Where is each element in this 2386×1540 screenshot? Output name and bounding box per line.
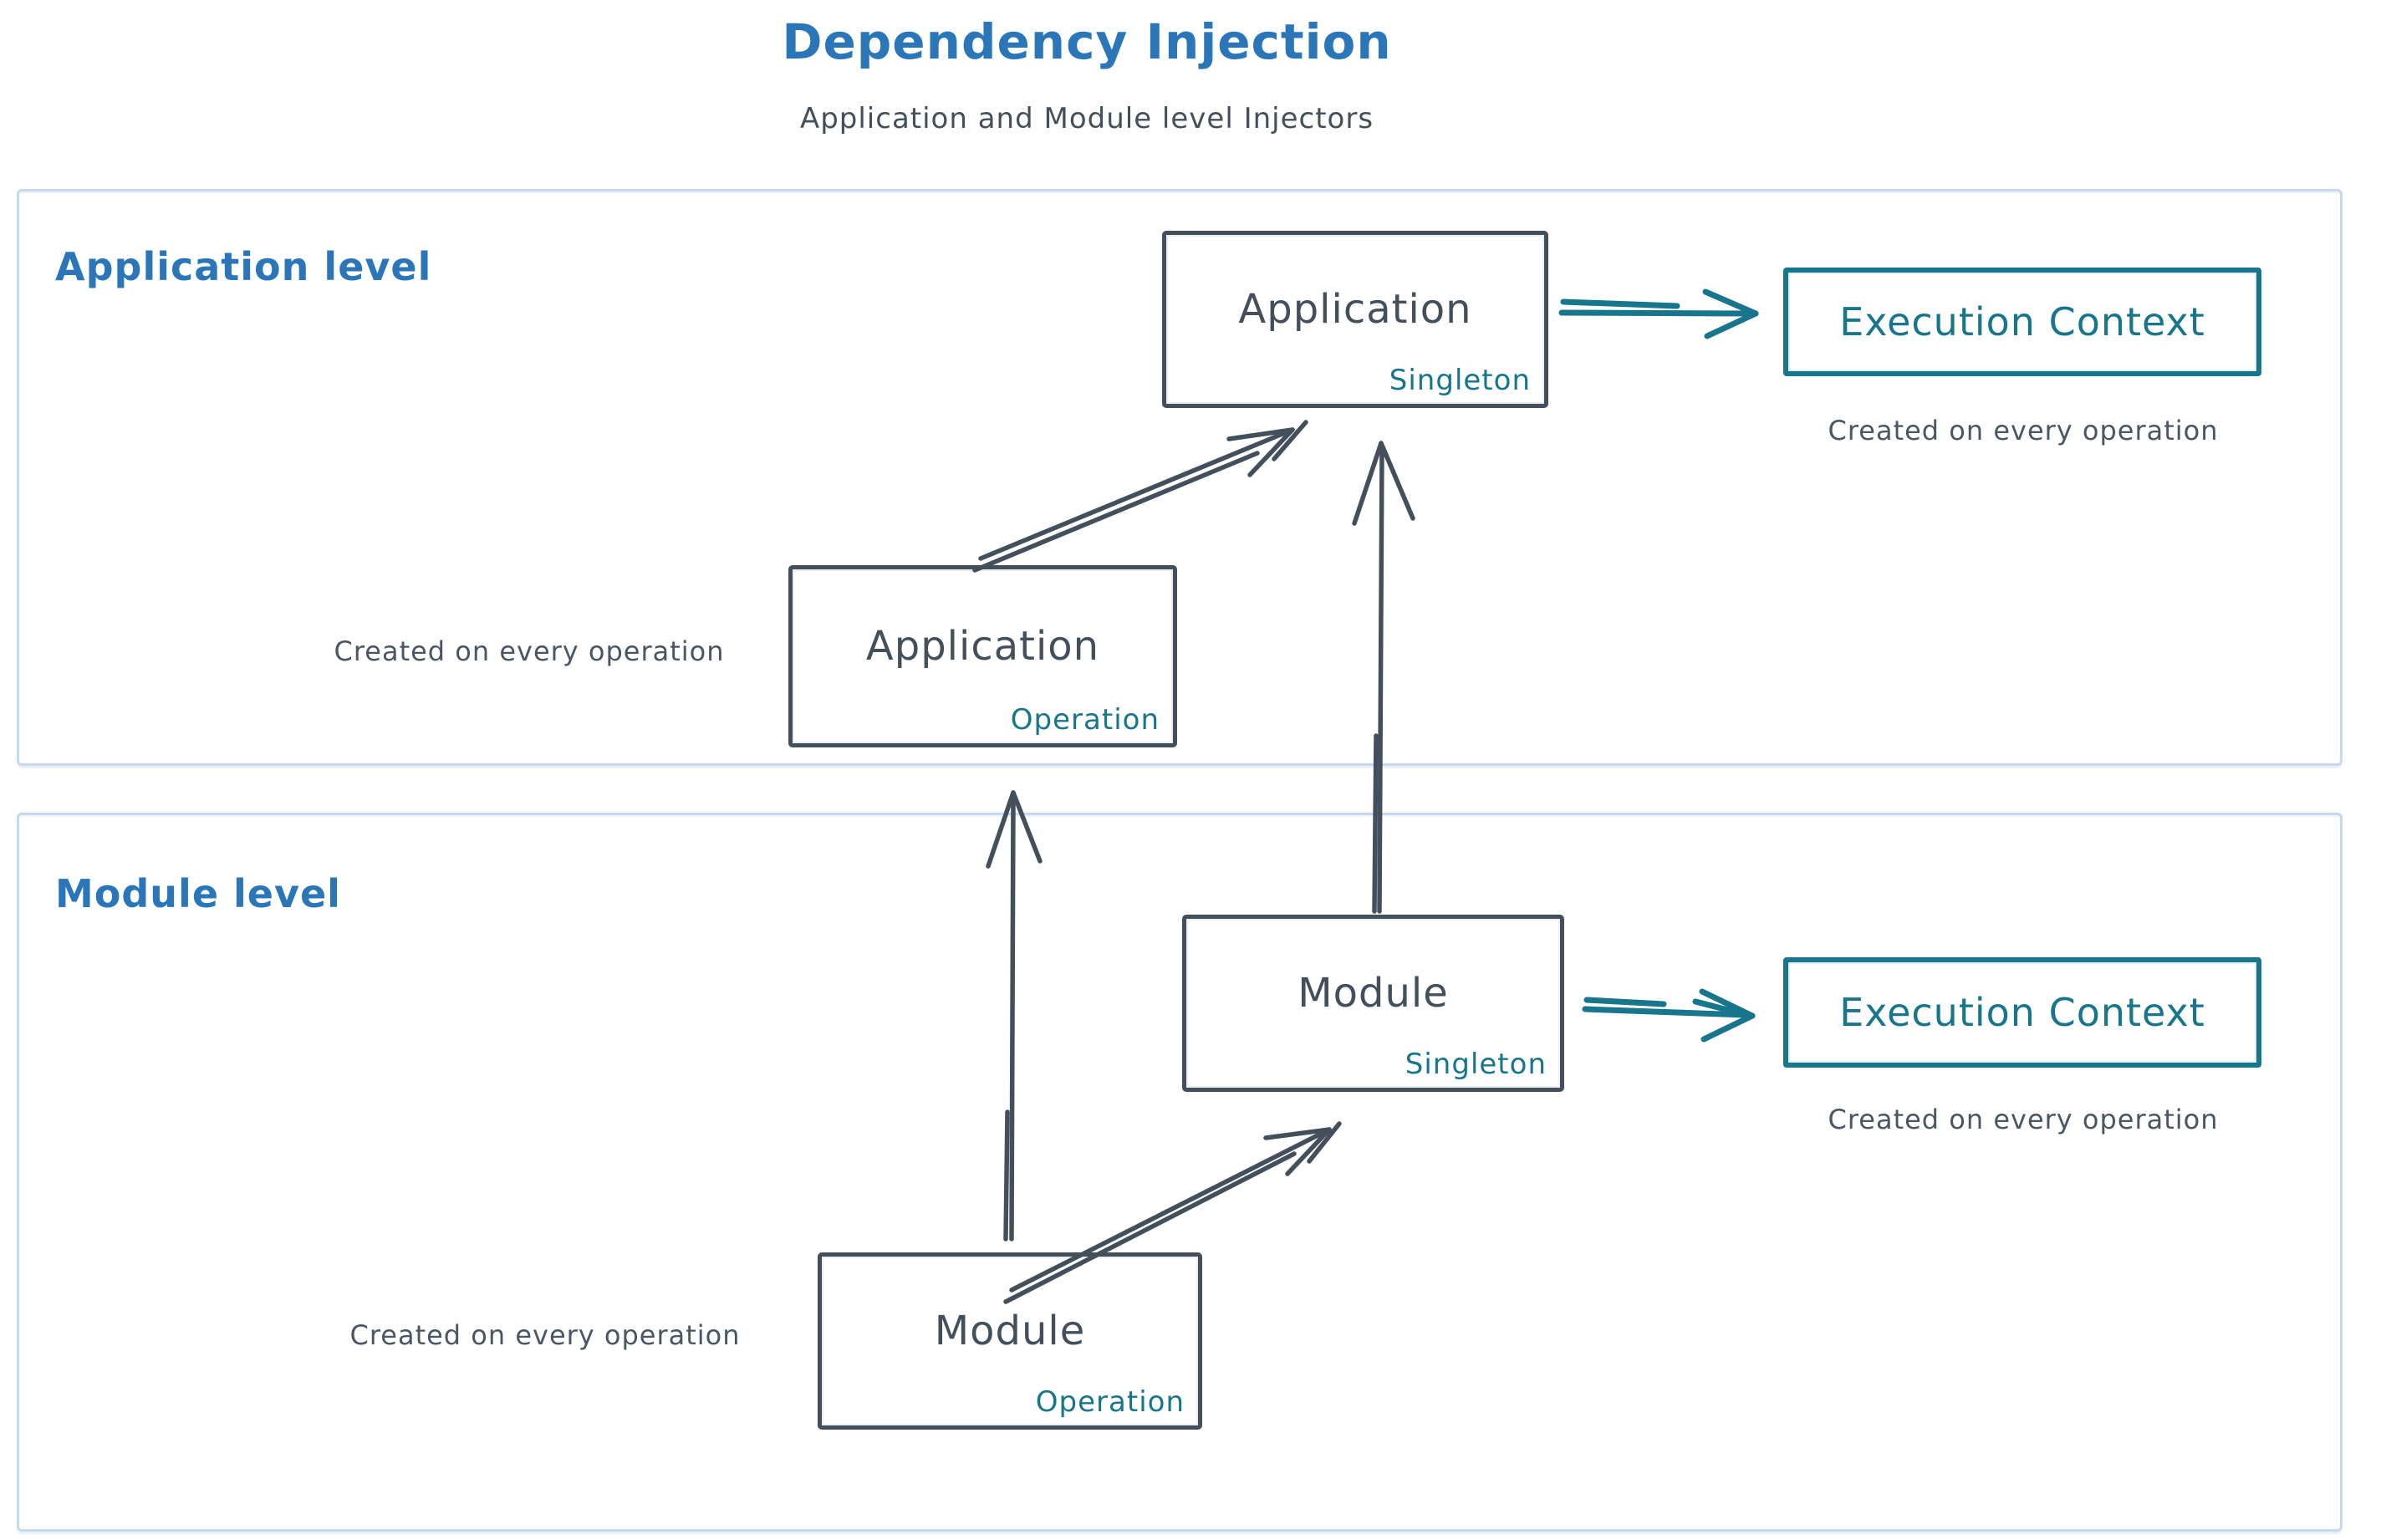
page-subtitle: Application and Module level Injectors	[799, 102, 1374, 135]
execution-context-label-application: Execution Context	[1839, 299, 2205, 344]
page-title: Dependency Injection	[782, 13, 1392, 70]
execution-context-label-module: Execution Context	[1839, 990, 2205, 1035]
node-module-singleton: Module Singleton	[1182, 915, 1564, 1092]
node-application-singleton: Application Singleton	[1162, 231, 1548, 408]
caption-module-operation: Created on every operation	[349, 1319, 741, 1351]
node-application-operation: Application Operation	[788, 565, 1177, 747]
node-module-operation: Module Operation	[818, 1252, 1202, 1430]
caption-module-execution: Created on every operation	[1828, 1104, 2219, 1135]
node-application-singleton-scope: Singleton	[1389, 364, 1531, 397]
node-application-singleton-name: Application	[1238, 285, 1472, 333]
node-application-operation-scope: Operation	[1010, 703, 1160, 737]
node-module-operation-scope: Operation	[1035, 1385, 1185, 1419]
node-module-singleton-scope: Singleton	[1405, 1048, 1547, 1081]
module-level-label: Module level	[55, 871, 341, 916]
execution-context-box-module: Execution Context	[1783, 957, 2261, 1068]
caption-application-operation: Created on every operation	[334, 635, 725, 667]
node-module-singleton-name: Module	[1298, 969, 1449, 1017]
application-level-label: Application level	[55, 244, 432, 289]
node-application-operation-name: Application	[865, 622, 1100, 670]
node-module-operation-name: Module	[934, 1307, 1086, 1354]
caption-application-execution: Created on every operation	[1828, 415, 2219, 446]
execution-context-box-application: Execution Context	[1783, 268, 2261, 376]
